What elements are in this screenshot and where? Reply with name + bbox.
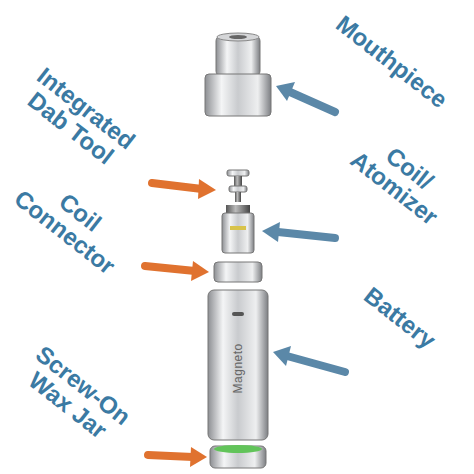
part-label: Coil/ Atomizer [339,121,465,235]
part-label: Coil Connector [3,161,140,284]
part-label: Mouthpiece [321,3,463,121]
part-label: Integrated Dab Tool [9,57,146,180]
brand-text: Magneto [232,328,245,408]
part-label: Battery [349,274,451,362]
part-label: Screw-On Wax Jar [10,337,140,454]
